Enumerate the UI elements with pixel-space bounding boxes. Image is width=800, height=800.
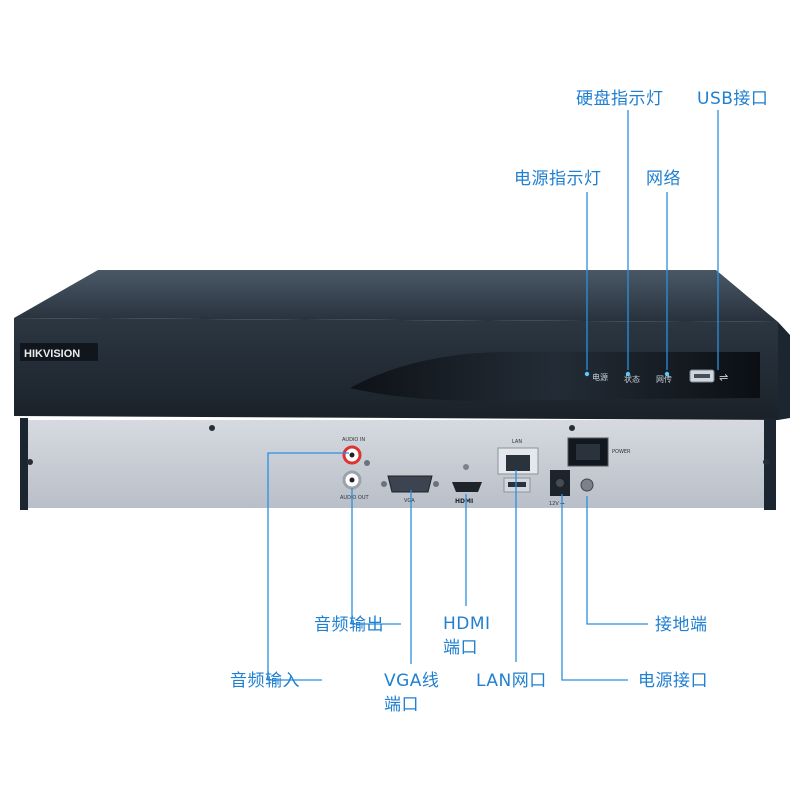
callout-hdmi-line1: HDMI [443, 614, 491, 634]
audio-in-label: AUDIO IN [342, 437, 365, 443]
callout-usb-port: USB接口 [697, 89, 769, 109]
brand-logo: HIKVISION [24, 348, 80, 360]
vga-label: VGA [404, 498, 415, 504]
indicator-panel [350, 351, 760, 401]
dc-label: 12V ⎓ [549, 501, 564, 507]
leader-audio-out [351, 488, 401, 625]
callout-hdmi-line2: 端口 [443, 638, 478, 658]
leader-lines [267, 110, 719, 681]
callout-audio-in: 音频输入 [230, 671, 300, 691]
callout-power-led: 电源指示灯 [514, 169, 602, 189]
callout-lan-port: LAN网口 [476, 671, 547, 691]
callout-hdmi-port: HDMI 端口 [443, 612, 507, 660]
chassis-top [14, 270, 778, 322]
leader-audio-in [267, 452, 349, 681]
brand-plate [20, 343, 98, 361]
front-indicator-0: 电源 [592, 372, 608, 382]
leader-ground [586, 496, 648, 625]
usb-symbol: ⇌ [719, 371, 728, 384]
ground-terminal [580, 478, 594, 492]
callout-network: 网络 [646, 169, 681, 189]
hdmi-port [452, 482, 482, 492]
lan-label: LAN [512, 439, 522, 445]
network-led [664, 371, 670, 377]
chassis-side [778, 322, 790, 420]
vga-port [387, 475, 433, 493]
audio-out-label: AUDIO OUT [340, 495, 370, 501]
hdmi-label: HDMI [455, 498, 473, 505]
callout-audio-out: 音频输出 [314, 615, 384, 635]
callout-vga-line2: 端口 [384, 695, 419, 715]
callout-vga-line1: VGA线 [384, 671, 440, 691]
hdd-led [625, 371, 631, 377]
power-led [584, 371, 590, 377]
rear-panel [26, 420, 766, 508]
front-indicator-1: 状态 [624, 374, 640, 384]
callout-hdd-led: 硬盘指示灯 [576, 89, 664, 109]
callout-vga-port: VGA线 端口 [384, 669, 448, 717]
callout-power-port: 电源接口 [638, 671, 708, 691]
power-label: POWER [612, 449, 631, 455]
front-indicator-2: 网传 [656, 374, 672, 384]
leader-power-port [561, 494, 628, 681]
callout-ground: 接地端 [655, 615, 708, 635]
